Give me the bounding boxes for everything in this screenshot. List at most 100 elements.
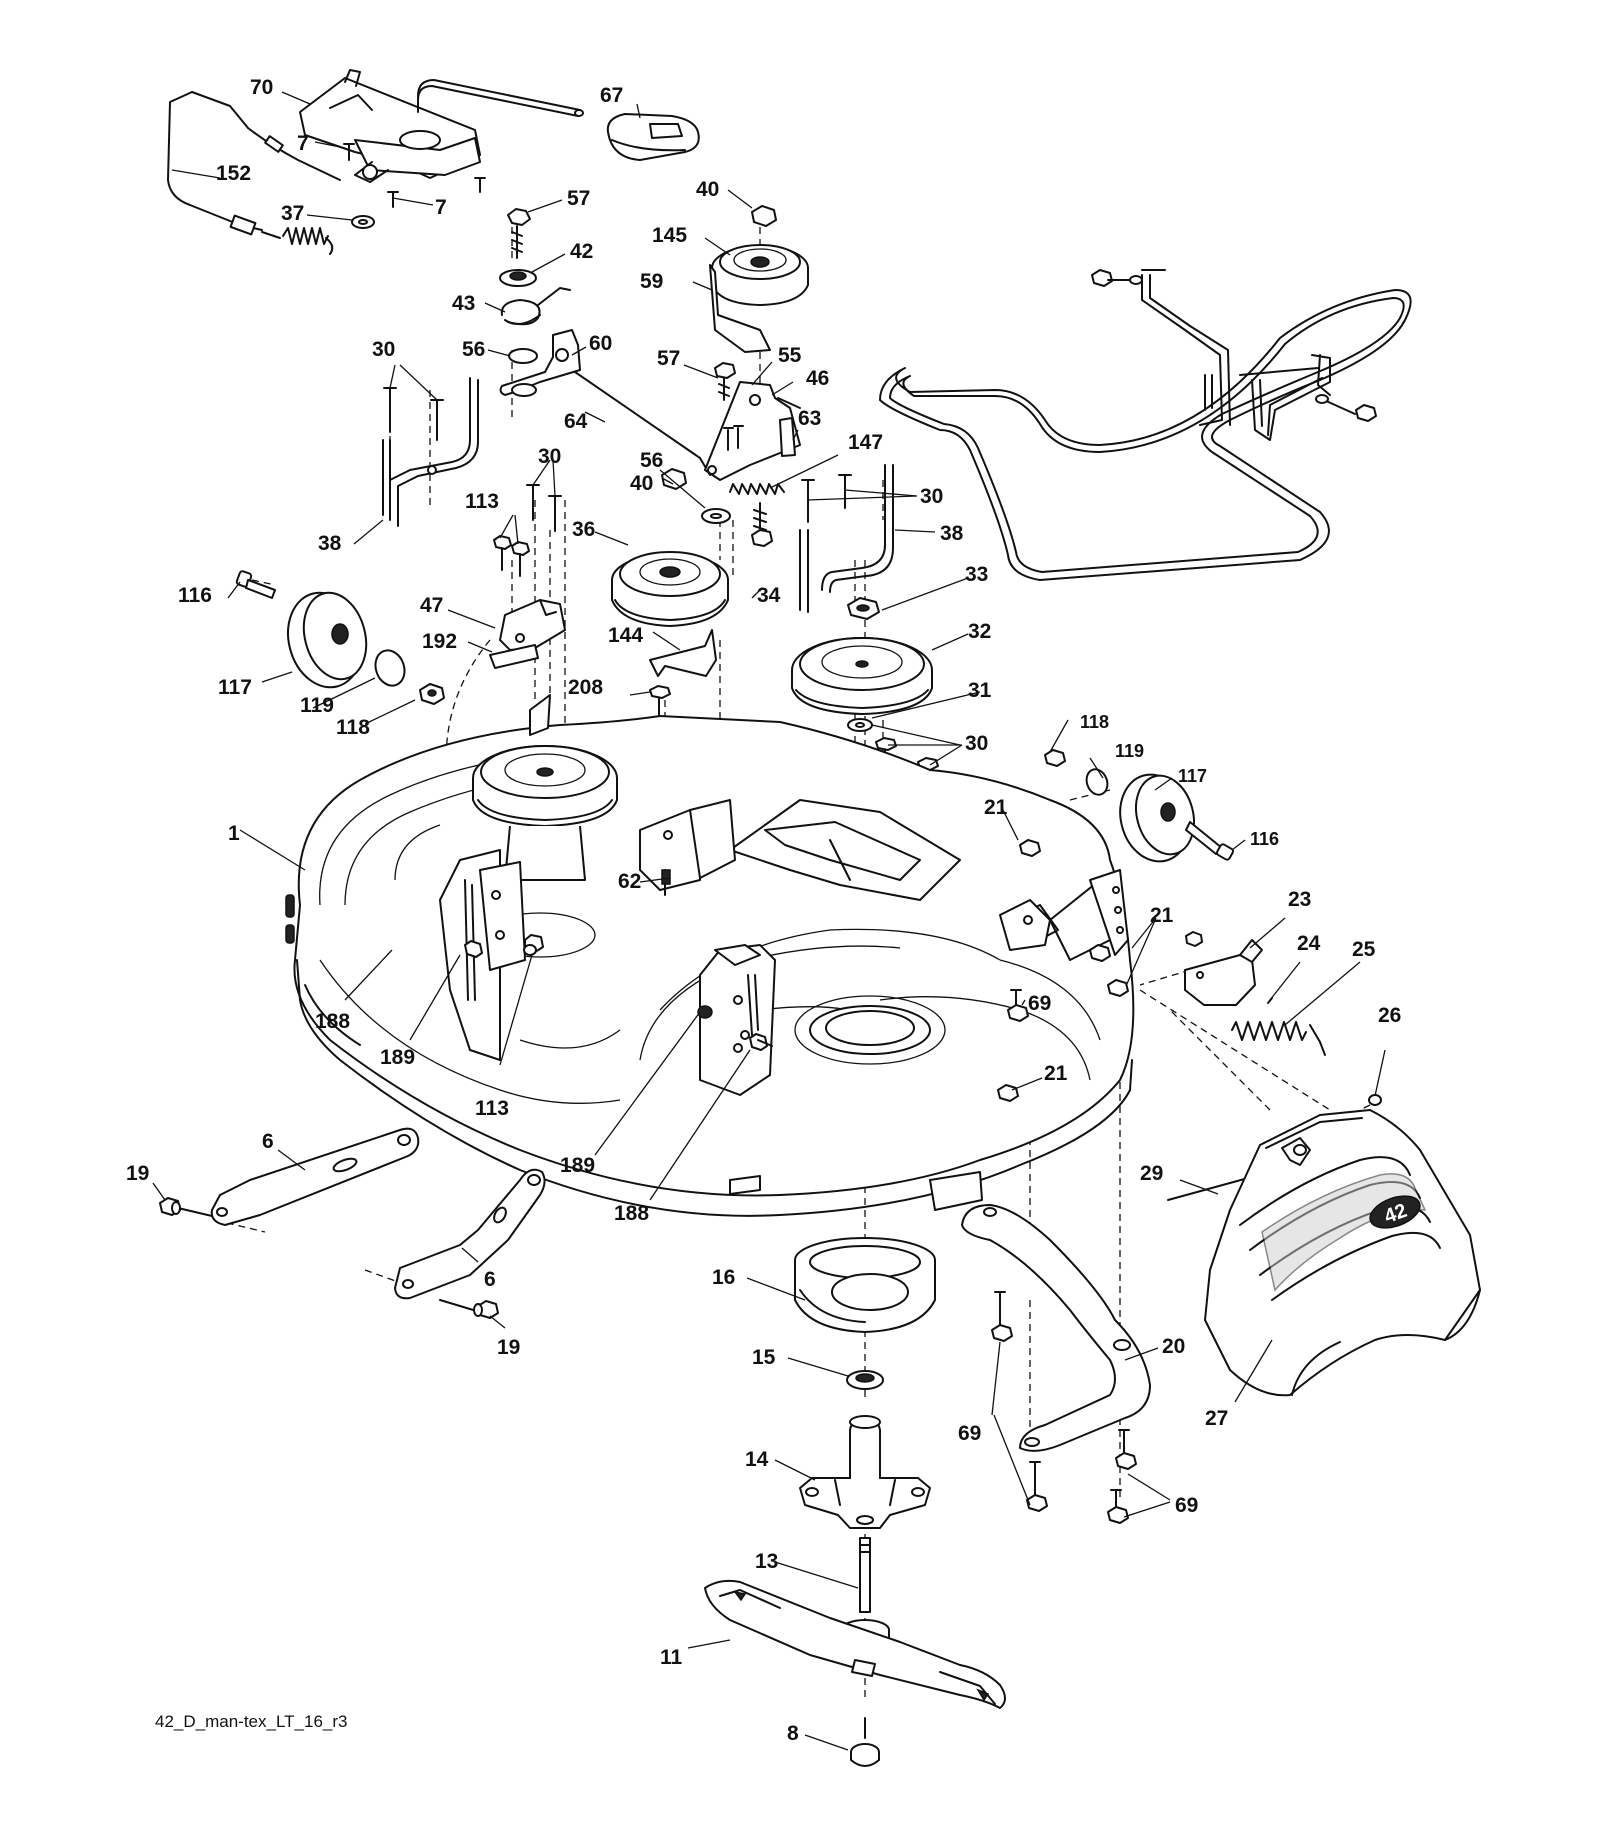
right-rear-pivot (999, 899, 1051, 951)
spring-25 (1231, 1021, 1326, 1056)
callout: 21 (1044, 1062, 1068, 1085)
callout: 62 (618, 870, 641, 893)
callout: 189 (560, 1154, 595, 1177)
callout: 116 (178, 584, 212, 607)
wheel-bolt-116-left (235, 570, 276, 599)
spring-43 (500, 287, 571, 326)
spring-147 (729, 483, 785, 495)
stabilizer-arm-20 (961, 1204, 1151, 1452)
callout: 37 (281, 202, 304, 225)
callout: 19 (497, 1336, 520, 1359)
bolt-34 (751, 502, 773, 547)
discharge-chute-27 (1204, 1109, 1481, 1397)
callout: 30 (372, 338, 395, 361)
callout: 40 (696, 178, 719, 201)
bracket-144 (649, 629, 717, 677)
nut-118-left (419, 683, 445, 705)
callout: 15 (752, 1346, 776, 1369)
bolt-57-right (714, 362, 736, 401)
callout: 24 (1297, 932, 1321, 955)
callout: 116 (1250, 829, 1279, 849)
callout: 118 (336, 716, 370, 739)
callout: 14 (745, 1448, 769, 1471)
callout: 8 (787, 1722, 799, 1745)
callout: 23 (1288, 888, 1311, 911)
spindle-shield-16 (794, 1237, 936, 1333)
callout: 25 (1352, 938, 1376, 961)
main-pulley-32 (791, 637, 933, 715)
center-bracket-62 (639, 799, 736, 896)
washer-119-left (374, 649, 406, 687)
callout: 32 (968, 620, 991, 643)
bolts-69-lower (991, 1291, 1137, 1524)
callout: 38 (318, 532, 342, 555)
washer-56-lower (701, 508, 731, 524)
callout: 188 (315, 1010, 350, 1033)
callout: 113 (475, 1097, 509, 1120)
wheel-bolt-116-right (1185, 821, 1234, 861)
callout: 69 (1175, 1494, 1198, 1517)
engagement-rod (167, 91, 341, 255)
washer-119-right (1085, 768, 1109, 796)
callout: 20 (1162, 1335, 1185, 1358)
callout: 19 (126, 1162, 149, 1185)
bracket-192 (489, 644, 539, 669)
callout: 34 (757, 584, 781, 607)
bracket-47 (499, 599, 566, 651)
callout: 192 (422, 630, 457, 653)
deck-spindle-pulley (472, 745, 618, 881)
callout-labels: 70 67 7 7 152 37 57 40 145 42 59 43 56 6… (126, 76, 1401, 1745)
callout: 56 (640, 449, 663, 472)
callout: 70 (250, 76, 273, 99)
idler-arm-60 (499, 329, 581, 397)
callout: 30 (538, 445, 561, 468)
nut-40-top (751, 205, 777, 227)
belt-keeper-122 (1141, 269, 1231, 426)
spindle-housing-14 (799, 1415, 931, 1529)
callout: 36 (572, 518, 595, 541)
belt-keeper-123 (1239, 354, 1331, 441)
deck-hanger-6-upper (210, 1127, 420, 1226)
callout: 29 (1140, 1162, 1163, 1185)
callout: 118 (1080, 712, 1109, 732)
mower-deck-1 (285, 694, 1135, 1217)
bracket-38-right (799, 464, 894, 613)
callout: 147 (848, 431, 883, 454)
bolt-19-left (159, 1197, 213, 1217)
idler-pulley-36 (611, 551, 729, 627)
callout: 60 (589, 332, 612, 355)
callout: 69 (1028, 992, 1051, 1015)
washer-26 (1368, 1094, 1382, 1106)
washer-37 (351, 215, 375, 229)
callout: 57 (657, 347, 680, 370)
callout: 117 (1178, 766, 1207, 786)
chute-badge: 42 (1369, 1195, 1421, 1229)
callout: 21 (984, 796, 1008, 819)
callout: 30 (920, 485, 943, 508)
callout: 189 (380, 1046, 415, 1069)
callout: 6 (262, 1130, 274, 1153)
idler-bracket-55 (704, 381, 801, 481)
left-hanger-bracket (439, 849, 544, 1061)
gauge-wheel-117-left (287, 591, 368, 689)
callout: 119 (1115, 741, 1144, 761)
callout: 42 (570, 240, 593, 263)
callout: 30 (965, 732, 988, 755)
bushing-42 (499, 269, 537, 287)
callout: 6 (484, 1268, 496, 1291)
chute-bracket-23 (1184, 931, 1263, 1006)
nut-118-right (1044, 749, 1066, 767)
callout: 13 (755, 1550, 778, 1573)
idler-pulley-145 (711, 244, 809, 306)
blade-11 (704, 1579, 1006, 1709)
bolt-208 (649, 685, 671, 721)
right-hanger-bracket (697, 944, 776, 1096)
callout: 7 (297, 132, 309, 155)
callout: 113 (465, 490, 499, 513)
callout: 1 (228, 822, 240, 845)
nut-40-mid (661, 468, 687, 490)
callout: 21 (1150, 904, 1174, 927)
callout: 43 (452, 292, 475, 315)
bolts-113-upper (493, 535, 530, 577)
